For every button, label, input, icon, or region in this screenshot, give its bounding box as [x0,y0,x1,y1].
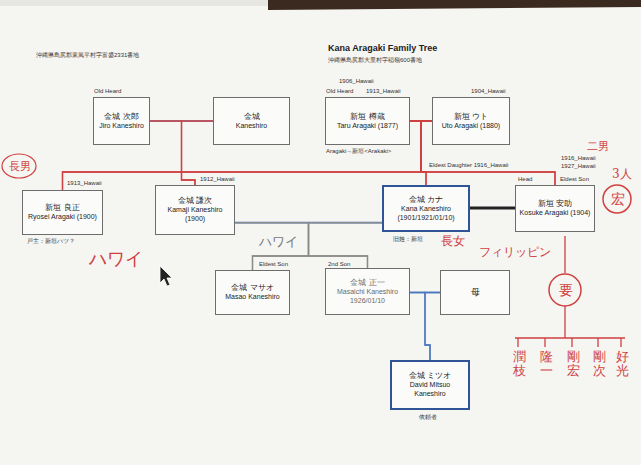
annotation-label: 1913_Hawaii [66,180,103,187]
person-name: 金城 正一 [328,278,407,288]
annotation-label: Old Heard [325,88,354,95]
person-detail: Ryosei Aragaki (1900) [25,213,100,222]
person-name: 金城 ミツオ [394,371,466,381]
person-box: 金城 ミツオDavid Mitsuo Kaneshiro [390,360,470,410]
person-name: 金城 カナ [386,195,466,205]
marker-line [470,207,515,210]
annotation-label: Eldest Son [559,176,590,183]
descent-line [421,121,432,185]
annotation-label: 2nd Son [327,261,351,268]
person-detail: Kaneshiro [216,122,287,131]
person-name: 新垣 安助 [518,199,592,209]
person-detail: Uto Aragaki (1880) [435,122,507,131]
red-circle [549,274,581,306]
handwritten-note: 二男 [586,140,610,153]
person-detail: Masao Kaneshiro [218,293,287,302]
person-name: 金城 マサオ [218,283,287,293]
annotation-label: 依頼者 [418,414,438,421]
table-edge [268,0,641,10]
person-box: 金城 カナKana Kaneshiro (1901/1921/01/10) [382,185,470,232]
descent-line [410,121,426,185]
annotation-label: 1916_Hawaii [560,155,597,162]
person-box: 金城 次郎Jiro Kaneshiro [93,97,150,145]
person-box: 新垣 安助Kosuke Aragaki (1904) [515,185,595,232]
person-name: 母 [443,287,507,298]
person-box: 新垣 ウトUto Aragaki (1880) [432,97,510,145]
annotation-label: 1912_Hawaii [199,176,236,183]
descent-line [235,223,368,268]
annotation-label: Eldest Daughter 1916_Hawaii [428,162,509,169]
descent-line [309,223,383,268]
handwritten-note: ハワイ [88,248,144,270]
mouse-cursor [160,266,172,286]
person-box: 金城 正一Masaichi Kaneshiro 1926/01/10 [325,268,410,315]
person-box: 新垣 良正Ryosei Aragaki (1900) [22,190,103,235]
person-name: 金城 次郎 [96,112,147,122]
descent-line [253,223,383,270]
person-box: 金城 謙次Kamaji Kaneshiro (1900) [155,185,235,235]
annotation-label: 沖縄県島尻郡大里村字稲嶺600番地 [327,57,423,64]
person-name: 新垣 ウト [435,112,507,122]
annotation-label: Eldest Son [258,261,289,268]
handwritten-note: 長男 [8,160,32,173]
handwritten-note: 剛宏 [566,350,581,379]
person-detail: Masaichi Kaneshiro 1926/01/10 [328,288,407,306]
annotation-label: 1927_Hawaii [560,163,597,170]
person-detail: Taru Aragaki (1877) [328,122,407,131]
annotation-label: ハワイ [258,234,299,250]
annotation-label: 戸主：新垣ハツ？ [26,238,76,245]
handwritten-note: 3人 [611,167,633,181]
annotation-label: 1904_Hawaii [470,88,507,95]
red-circle [603,185,631,213]
red-circle [2,154,36,178]
person-detail: Kana Kaneshiro (1901/1921/01/10) [386,205,466,223]
person-detail: Kosuke Aragaki (1904) [518,209,592,218]
annotation-label: Old Heard [93,88,122,95]
person-box: 金城Kaneshiro [213,97,290,145]
handwritten-note: 剛次 [592,350,607,379]
person-detail: Jiro Kaneshiro [96,122,147,131]
person-name: 新垣 良正 [25,203,100,213]
descent-line [150,121,195,185]
person-name: 新垣 樽蔵 [328,112,407,122]
annotation-label: 1913_Hawaii [365,88,402,95]
person-box: 金城 マサオMasao Kaneshiro [215,270,290,315]
annotation-label: Head [517,176,533,183]
person-detail: Kamaji Kaneshiro (1900) [158,206,232,224]
diagram-title: Kana Aragaki Family Tree [327,43,438,54]
handwritten-note: 要 [558,282,574,299]
person-box: 新垣 樽蔵Taru Aragaki (1877) [325,97,410,145]
annotation-label: Aragaki→新垣<Arakaki> [325,148,392,155]
handwritten-note: 隆一 [539,350,554,379]
annotation-label: 1906_Hawaii [338,78,375,85]
descent-line [425,293,440,361]
handwritten-note: 長女 [440,234,466,248]
handwritten-note: 潤枝 [512,350,527,379]
handwritten-note: 好光 [615,350,630,379]
person-box: 母 [440,270,510,315]
descent-line [235,223,309,270]
handwritten-note: フィリッピン [478,245,552,259]
person-detail: David Mitsuo Kaneshiro [394,381,466,399]
descent-line [410,293,430,361]
handwritten-note: 宏 [610,191,626,208]
paper-sheet [0,6,641,465]
annotation-label: 沖縄県島尻郡東風平村字富盛2331番地 [35,52,140,59]
annotation-label: 旧姓：新垣 [392,236,424,243]
person-name: 金城 [216,112,287,122]
person-name: 金城 謙次 [158,196,232,206]
